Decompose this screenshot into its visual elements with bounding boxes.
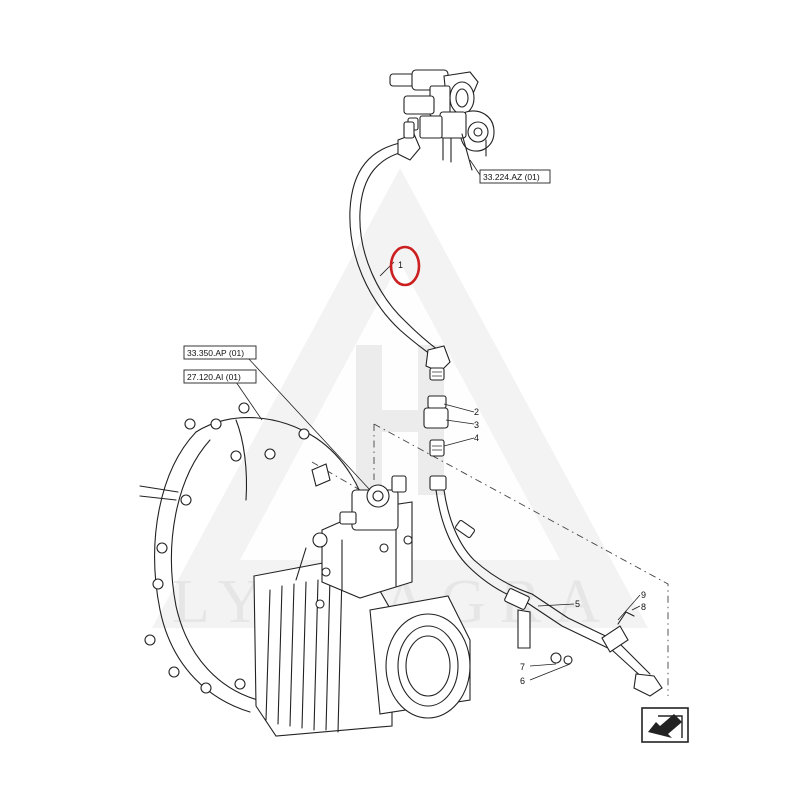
next-page-arrow-icon[interactable]: [641, 707, 689, 743]
assembly-outline: [311, 423, 669, 696]
reference-label: 33.350.AP (01): [187, 348, 244, 358]
callout-7[interactable]: 7: [520, 662, 525, 672]
callout-1[interactable]: 1: [398, 260, 403, 270]
callout-4[interactable]: 4: [474, 433, 479, 443]
valve-block: [311, 463, 407, 531]
hose-part-1: [349, 121, 451, 373]
reference-box-33-350[interactable]: 33.350.AP (01): [183, 345, 257, 360]
leader-lines: [235, 159, 641, 681]
callout-5[interactable]: 5: [575, 599, 580, 609]
reference-label: 27.120.AI (01): [187, 372, 241, 382]
fittings-stack: [423, 367, 449, 491]
callout-8[interactable]: 8: [641, 602, 646, 612]
reference-box-33-224[interactable]: 33.224.AZ (01): [479, 169, 551, 184]
highlight-circle: [389, 245, 421, 287]
valve-assembly: [389, 69, 495, 171]
reference-label: 33.224.AZ (01): [483, 172, 540, 182]
reference-box-27-120[interactable]: 27.120.AI (01): [183, 369, 257, 384]
callout-numbers: 1 2 3 4 5 6 7 8 9: [398, 260, 646, 686]
axle-housing: [139, 402, 471, 737]
callout-2[interactable]: 2: [474, 407, 479, 417]
flange-bolts: [144, 402, 310, 694]
callout-3[interactable]: 3: [474, 420, 479, 430]
tube-part-5: [435, 489, 663, 697]
callout-6[interactable]: 6: [520, 676, 525, 686]
callout-9[interactable]: 9: [641, 590, 646, 600]
